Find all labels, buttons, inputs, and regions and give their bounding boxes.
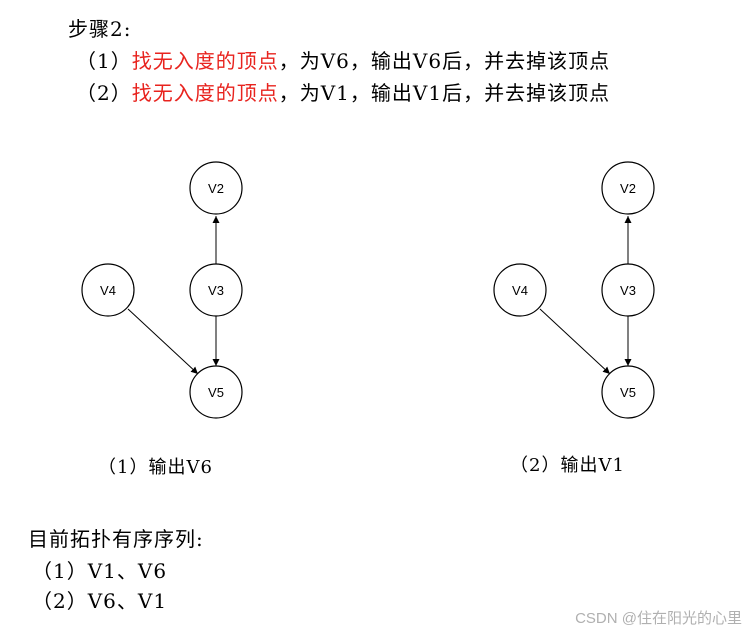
step-line-1: （1）找无入度的顶点，为V6，输出V6后，并去掉该顶点 — [76, 48, 610, 74]
graph-right: V2 V3 V4 V5 — [493, 161, 655, 419]
graph-right-node-v3-label: V3 — [620, 283, 636, 298]
graph-left-node-v4: V4 — [81, 263, 135, 317]
step-line-2: （2）找无入度的顶点，为V1，输出V1后，并去掉该顶点 — [76, 80, 610, 106]
graph-left-caption: （1）输出V6 — [98, 457, 213, 478]
graph-right-node-v5: V5 — [601, 365, 655, 419]
graph-right-node-v4: V4 — [493, 263, 547, 317]
step-line-2-prefix: （2） — [76, 81, 132, 105]
graph-right-caption: （2）输出V1 — [510, 455, 625, 476]
graph-left-node-v2: V2 — [189, 161, 243, 215]
result-line-1: （1）V1、V6 — [32, 559, 168, 583]
graph-left-node-v5: V5 — [189, 365, 243, 419]
graph-left-edge-v4-v5 — [127, 308, 199, 375]
graph-left-node-v3-label: V3 — [208, 283, 224, 298]
graph-right-node-v2-label: V2 — [620, 181, 636, 196]
step-line-1-prefix: （1） — [76, 49, 132, 73]
graph-left-node-v2-label: V2 — [208, 181, 224, 196]
graph-right-edge-v4-v5 — [539, 308, 611, 375]
graph-left-node-v5-label: V5 — [208, 385, 224, 400]
result-title: 目前拓扑有序序列: — [28, 527, 204, 551]
step-title: 步骤2: — [68, 17, 132, 41]
graph-right-node-v3: V3 — [601, 263, 655, 317]
graph-left-node-v4-label: V4 — [100, 283, 116, 298]
step-line-1-rest: ，为V6，输出V6后，并去掉该顶点 — [278, 49, 611, 73]
watermark: CSDN @住在阳光的心里 — [575, 610, 742, 627]
result-line-2: （2）V6、V1 — [32, 589, 168, 613]
graph-right-node-v2: V2 — [601, 161, 655, 215]
step-line-1-highlight: 找无入度的顶点 — [131, 49, 279, 73]
step-line-2-highlight: 找无入度的顶点 — [131, 81, 279, 105]
graph-left: V2 V3 V4 V5 — [81, 161, 243, 419]
graph-right-node-v4-label: V4 — [512, 283, 528, 298]
step-line-2-rest: ，为V1，输出V1后，并去掉该顶点 — [278, 81, 611, 105]
graph-right-node-v5-label: V5 — [620, 385, 636, 400]
graph-left-node-v3: V3 — [189, 263, 243, 317]
